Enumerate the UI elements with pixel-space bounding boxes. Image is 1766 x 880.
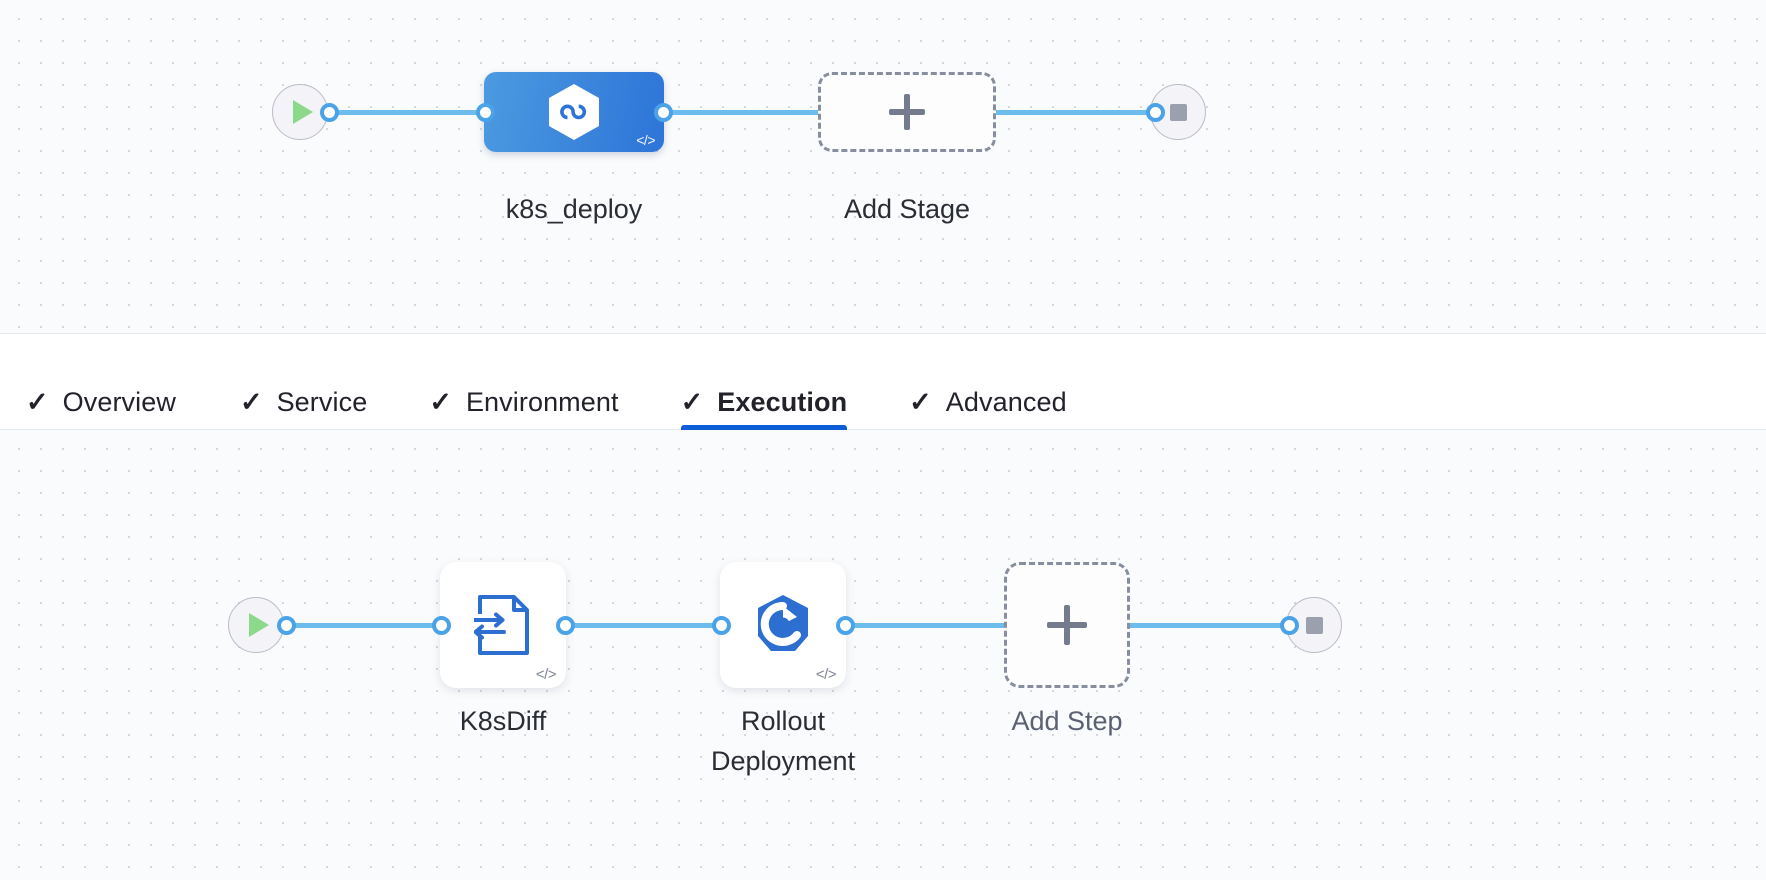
port-stage-out[interactable]	[654, 103, 673, 122]
step-node-k8sdiff[interactable]: </>	[440, 562, 566, 688]
port-start-out[interactable]	[320, 103, 339, 122]
step-label-rollout-deployment: Rollout Deployment	[710, 706, 856, 776]
add-stage-label: Add Stage	[843, 194, 971, 224]
active-tab-indicator	[680, 425, 848, 430]
tab-advanced-label: Advanced	[945, 386, 1067, 417]
link-add-stage-to-end	[988, 110, 1160, 115]
tab-overview-label: Overview	[62, 386, 176, 417]
play-icon	[248, 613, 269, 637]
code-icon[interactable]: </>	[636, 132, 655, 148]
port-k8sdiff-out[interactable]	[556, 616, 575, 635]
port-rollout-in[interactable]	[712, 616, 731, 635]
check-icon: ✓	[26, 386, 49, 417]
stage-graph-canvas[interactable]: </> k8s_deploy Add Stage	[0, 0, 1766, 333]
start-circle	[228, 597, 284, 653]
execution-graph-canvas[interactable]: </> K8sDiff </> Rollout Deployment Add S…	[0, 430, 1766, 880]
play-icon	[292, 100, 313, 124]
plus-icon	[1045, 603, 1089, 647]
rollout-deployment-icon	[752, 593, 814, 657]
link-stage-to-add-stage	[660, 110, 832, 115]
stage-label-k8s-deploy: k8s_deploy	[505, 194, 643, 224]
port-rollout-out[interactable]	[836, 616, 855, 635]
link-rollout-to-add-step	[842, 623, 1010, 628]
tab-service[interactable]: ✓ Service	[240, 334, 367, 430]
add-stage-button[interactable]	[818, 72, 996, 152]
port-end-in[interactable]	[1146, 103, 1165, 122]
port-exec-start-out[interactable]	[277, 616, 296, 635]
step-node-rollout-deployment[interactable]: </>	[720, 562, 846, 688]
port-exec-end-in[interactable]	[1280, 616, 1299, 635]
check-icon: ✓	[909, 386, 932, 417]
link-k8sdiff-to-rollout	[562, 623, 730, 628]
tab-environment[interactable]: ✓ Environment	[429, 334, 618, 430]
stage-node-k8s-deploy[interactable]: </>	[484, 72, 664, 152]
tab-execution-label: Execution	[717, 386, 848, 417]
tab-advanced[interactable]: ✓ Advanced	[909, 334, 1067, 430]
check-icon: ✓	[239, 386, 263, 417]
code-icon[interactable]: </>	[535, 666, 557, 683]
check-icon: ✓	[429, 386, 452, 417]
tab-execution[interactable]: ✓ Execution	[680, 334, 848, 430]
tab-service-label: Service	[276, 386, 368, 417]
link-add-step-to-end	[1126, 623, 1294, 628]
add-step-button[interactable]	[1004, 562, 1130, 688]
stage-config-tabs[interactable]: ✓ Overview ✓ Service ✓ Environment ✓ Exe…	[0, 333, 1766, 430]
port-k8sdiff-in[interactable]	[432, 616, 451, 635]
stop-icon	[1169, 103, 1187, 121]
stop-icon	[1305, 616, 1323, 634]
link-start-to-stage	[328, 110, 498, 115]
link-start-to-k8sdiff	[286, 623, 456, 628]
start-circle	[272, 84, 328, 140]
code-icon[interactable]: </>	[815, 666, 837, 683]
check-icon: ✓	[680, 386, 704, 417]
step-label-k8sdiff: K8sDiff	[459, 706, 547, 736]
pipeline-start-node[interactable]	[272, 84, 328, 140]
tab-environment-label: Environment	[465, 386, 619, 417]
tab-overview[interactable]: ✓ Overview	[26, 334, 176, 430]
execution-start-node[interactable]	[228, 597, 284, 653]
k8s-diff-document-icon	[474, 594, 532, 656]
plus-icon	[887, 92, 927, 132]
port-stage-in[interactable]	[476, 103, 495, 122]
harness-cd-hexagon-icon	[547, 83, 601, 141]
add-step-label: Add Step	[1011, 706, 1123, 736]
